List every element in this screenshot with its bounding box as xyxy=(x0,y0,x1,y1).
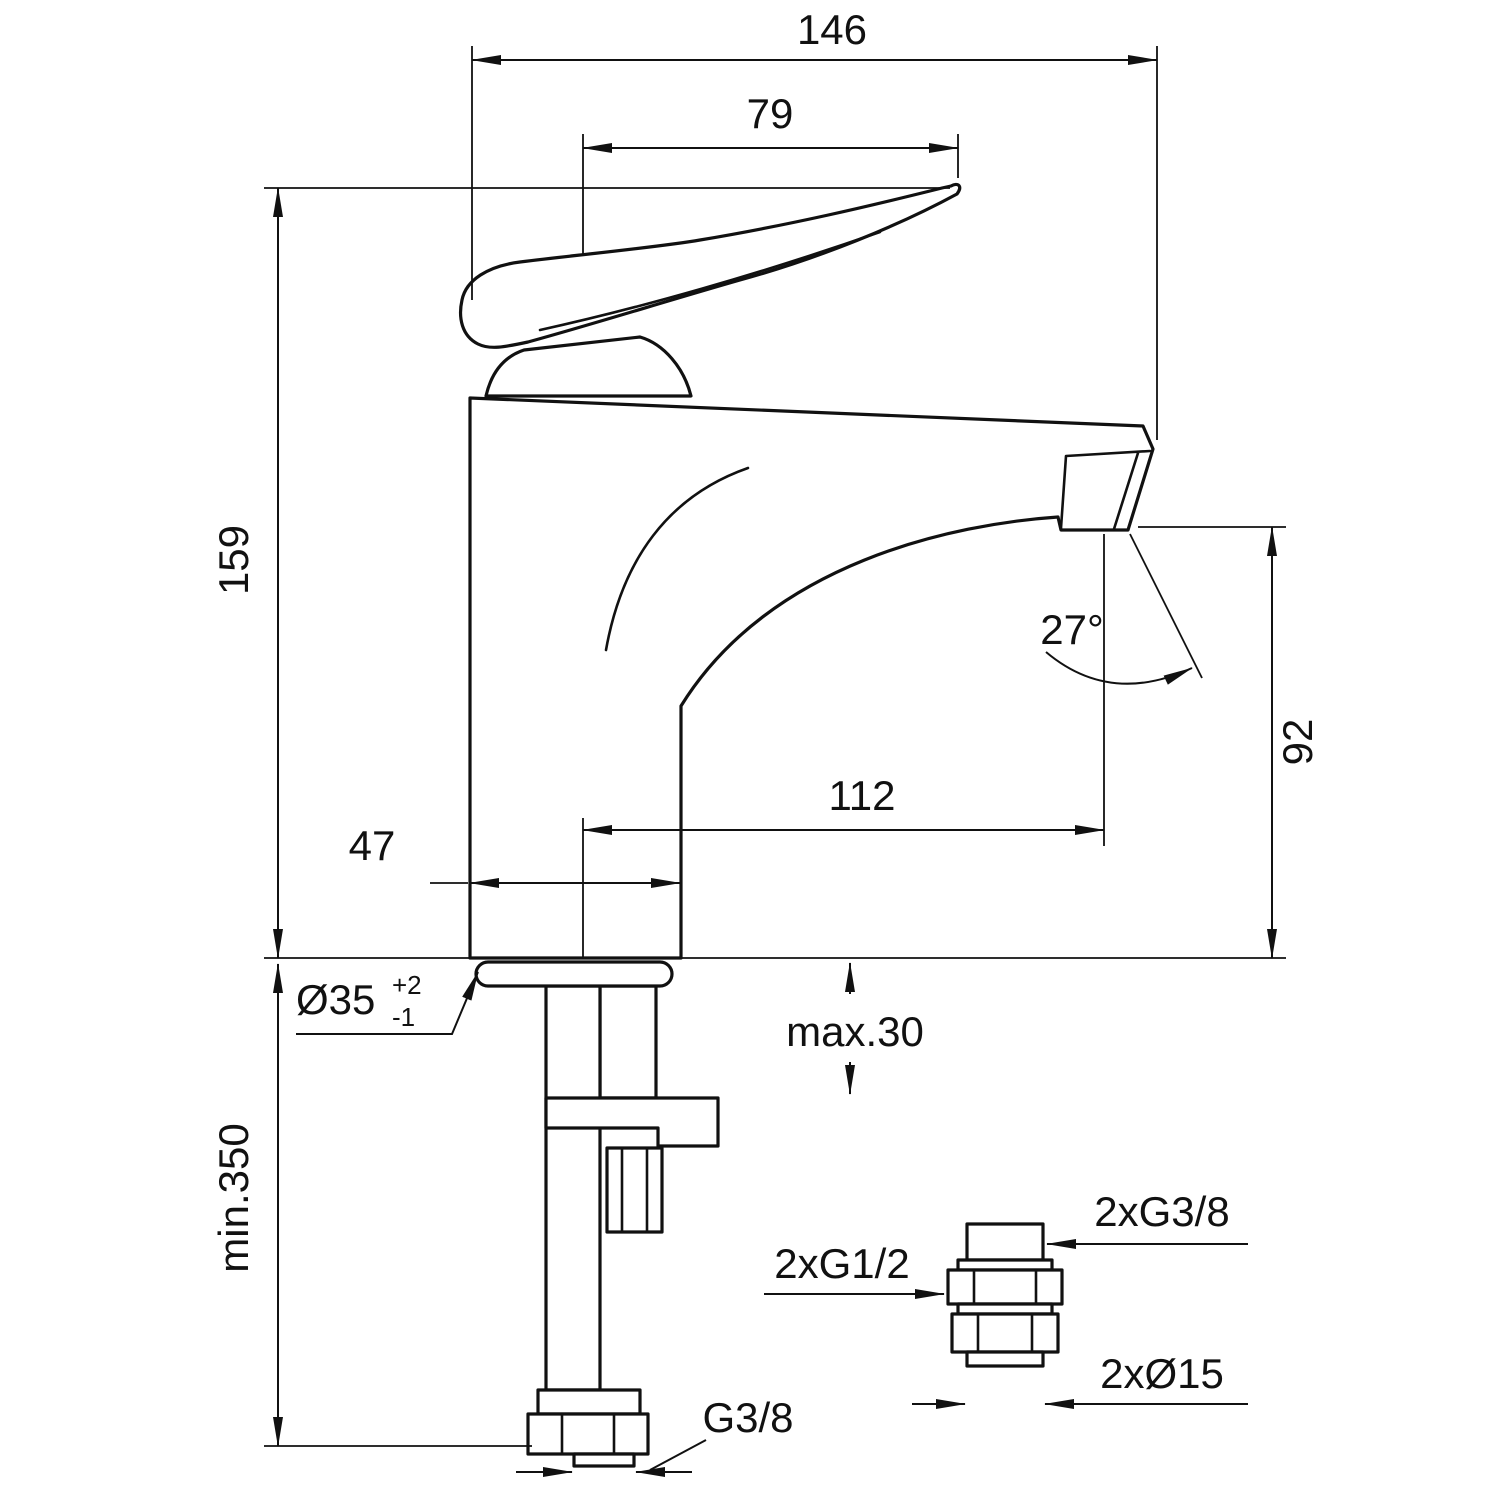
dim-hole-diameter-label: Ø35 xyxy=(296,976,375,1023)
dim-min-hose-clearance-label: min.350 xyxy=(210,1123,257,1272)
adapter-fitting xyxy=(946,1222,1064,1368)
adapter-hex-upper xyxy=(946,1268,1064,1306)
dim-base-depth-label: 47 xyxy=(349,822,396,869)
base-washer xyxy=(474,960,674,988)
dim-total-height: 159 xyxy=(210,187,950,959)
adapter-top-stub xyxy=(965,1222,1045,1262)
hose-nut-hex xyxy=(526,1412,650,1456)
angle-reference-line xyxy=(1129,533,1203,679)
dim-adapter-bottom-thread-label: 2xG1/2 xyxy=(774,1240,909,1287)
dim-adapter-bottom-thread: 2xG1/2 xyxy=(764,1240,945,1299)
dim-lever-length-label: 79 xyxy=(747,90,794,137)
dim-max-deck-thickness: max.30 xyxy=(786,962,924,1095)
dim-min-hose-clearance: min.350 xyxy=(210,963,532,1447)
faucet-body-group xyxy=(458,182,1155,988)
dim-outlet-height: 92 xyxy=(1138,526,1321,959)
mounting-nut xyxy=(605,1146,664,1234)
dim-spout-reach: 112 xyxy=(582,534,1105,958)
aerator-detail xyxy=(1059,449,1152,531)
lever-handle-ridge xyxy=(538,230,882,332)
leader-line xyxy=(649,1439,707,1471)
dim-adapter-top-thread: 2xG3/8 xyxy=(1046,1188,1248,1249)
dim-adapter-top-thread-label: 2xG3/8 xyxy=(1094,1188,1229,1235)
leader-line xyxy=(296,971,479,1035)
dim-overall-length: 146 xyxy=(471,6,1158,440)
dim-hose-thread-label: G3/8 xyxy=(702,1394,793,1441)
shank-pipe xyxy=(598,984,658,1100)
dim-lever-length: 79 xyxy=(582,90,959,254)
dim-hole-diameter: Ø35 +2 -1 xyxy=(296,970,479,1035)
dim-hole-tolerance-minus: -1 xyxy=(392,1002,415,1032)
dim-overall-length-label: 146 xyxy=(797,6,867,53)
handle-cap xyxy=(484,335,693,398)
angle-arc xyxy=(1045,651,1193,685)
dim-adapter-pipe-diameter-label: 2xØ15 xyxy=(1100,1350,1224,1397)
faucet-silhouette xyxy=(468,396,1155,960)
hose-thread-stub xyxy=(572,1452,636,1468)
dim-max-deck-thickness-label: max.30 xyxy=(786,1008,924,1055)
dim-hole-tolerance-plus: +2 xyxy=(392,970,422,1000)
hose-nut-collar xyxy=(536,1388,642,1416)
spout-inner-curve xyxy=(604,466,750,652)
dim-base-depth: 47 xyxy=(349,822,681,888)
adapter-bottom-stub xyxy=(965,1350,1045,1368)
dim-spout-angle-label: 27° xyxy=(1040,606,1104,653)
dim-adapter-pipe-diameter: 2xØ15 xyxy=(912,1350,1248,1409)
dim-outlet-height-label: 92 xyxy=(1274,719,1321,766)
under-deck-assembly xyxy=(526,984,720,1468)
dim-spout-angle: 27° xyxy=(1040,533,1203,685)
dim-spout-reach-label: 112 xyxy=(829,772,896,819)
dim-total-height-label: 159 xyxy=(210,525,257,595)
supply-hose-braided xyxy=(544,984,602,1392)
adapter-hex-lower xyxy=(950,1312,1060,1354)
mounting-bracket xyxy=(544,1096,720,1148)
dim-hose-thread: G3/8 xyxy=(516,1394,794,1477)
lever-handle xyxy=(458,182,962,349)
